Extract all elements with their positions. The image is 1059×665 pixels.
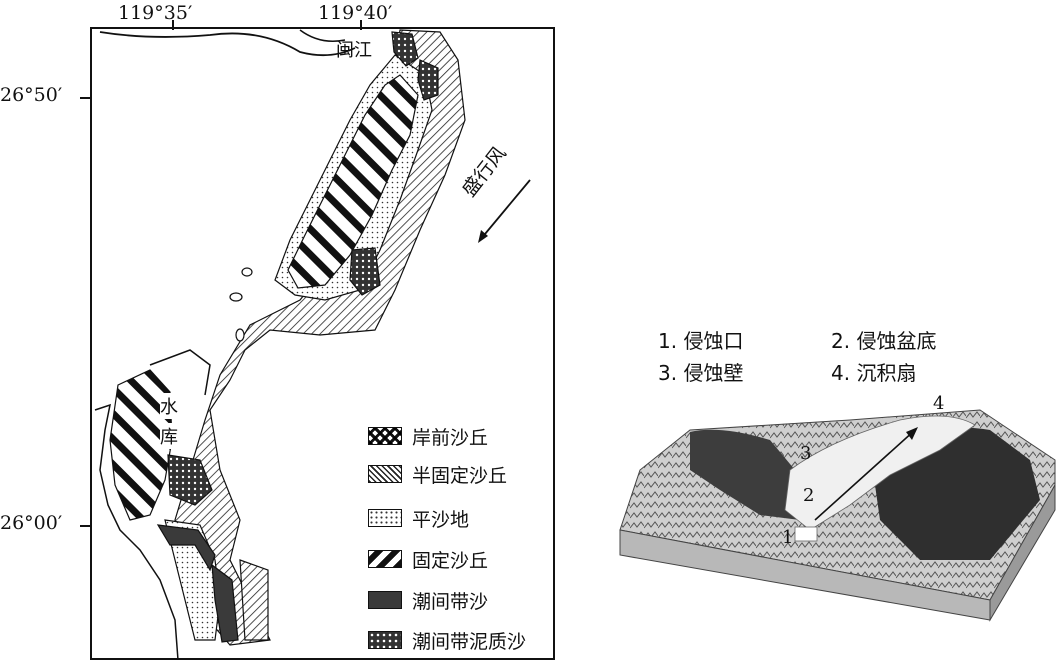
diagram-number-1: 1 — [782, 527, 794, 548]
map-frame — [90, 27, 555, 660]
legend-item: 岸前沙丘 — [368, 423, 488, 449]
legend-swatch-dark-fill — [368, 591, 402, 609]
legend-item: 半固定沙丘 — [368, 461, 507, 487]
west-shore-2 — [149, 349, 211, 396]
legend-item: 平沙地 — [368, 505, 469, 531]
erosion-outlet — [794, 526, 818, 542]
diagram-number-2: 2 — [803, 485, 815, 506]
islet — [229, 292, 243, 302]
legend-label: 固定沙丘 — [412, 549, 489, 572]
caption-erosion-basin: 2. 侵蚀盆底 — [831, 329, 937, 353]
legend-label: 平沙地 — [412, 508, 470, 531]
river-bank — [299, 29, 346, 42]
fixed-dune-area — [287, 74, 419, 289]
coastal-dune-area-3 — [349, 247, 381, 296]
lon-tick — [172, 20, 174, 30]
legend-swatch-fine-hatch — [368, 465, 402, 483]
caption-erosion-outlet: 1. 侵蚀口 — [658, 329, 744, 353]
legend-item: 潮间带泥质沙 — [368, 627, 526, 653]
legend-label: 半固定沙丘 — [412, 464, 508, 487]
legend-label: 潮间带沙 — [412, 590, 489, 613]
coastal-map — [94, 29, 531, 661]
dune-ridge-left — [690, 429, 800, 520]
block-side — [989, 483, 1056, 622]
diagram-number-3: 3 — [800, 443, 812, 464]
diagram-number-4: 4 — [933, 393, 945, 414]
blowout-diagram — [619, 409, 1056, 622]
caption-erosion-wall: 3. 侵蚀壁 — [658, 361, 744, 385]
coastal-dune-area-2 — [417, 59, 439, 101]
legend-swatch-x-marks — [368, 427, 402, 445]
legend-swatch-dots — [368, 509, 402, 527]
lat-label-north: 26°50′ — [0, 84, 63, 106]
legend-label: 岸前沙丘 — [412, 426, 489, 449]
caption-deposition-fan: 4. 沉积扇 — [831, 361, 917, 385]
legend-item: 固定沙丘 — [368, 546, 488, 572]
lon-label-east: 119°40′ — [318, 2, 393, 24]
islet — [235, 328, 245, 342]
reservoir-label-2: 库 — [160, 423, 178, 449]
reservoir-sand — [167, 454, 213, 506]
river-label: 闽江 — [336, 40, 372, 61]
islet — [241, 267, 253, 277]
reservoir-outline — [109, 369, 173, 521]
wind-arrow — [479, 179, 531, 241]
deflation-arrow — [814, 429, 916, 521]
coastline — [99, 31, 356, 57]
deflation-arrowhead — [906, 427, 918, 440]
lon-label-west: 119°35′ — [118, 2, 193, 24]
lon-tick — [360, 20, 362, 30]
coastal-dune-area — [391, 31, 419, 67]
legend-swatch-cross-dots — [368, 631, 402, 649]
wind-arrowhead — [478, 230, 488, 243]
lat-tick — [80, 525, 92, 527]
intertidal-sand-area-2 — [211, 563, 239, 643]
legend-item: 潮间带沙 — [368, 587, 488, 613]
blowout-basin — [784, 415, 976, 531]
legend-label: 潮间带泥质沙 — [412, 630, 527, 653]
lat-label-south: 26°00′ — [0, 512, 63, 534]
outer-hatch-strip — [239, 559, 269, 641]
lat-tick — [80, 97, 92, 99]
reservoir-label-1: 水 — [160, 393, 178, 419]
intertidal-sand-area — [156, 524, 216, 572]
legend-swatch-bold-stripes — [368, 550, 402, 568]
west-shore — [94, 403, 179, 661]
